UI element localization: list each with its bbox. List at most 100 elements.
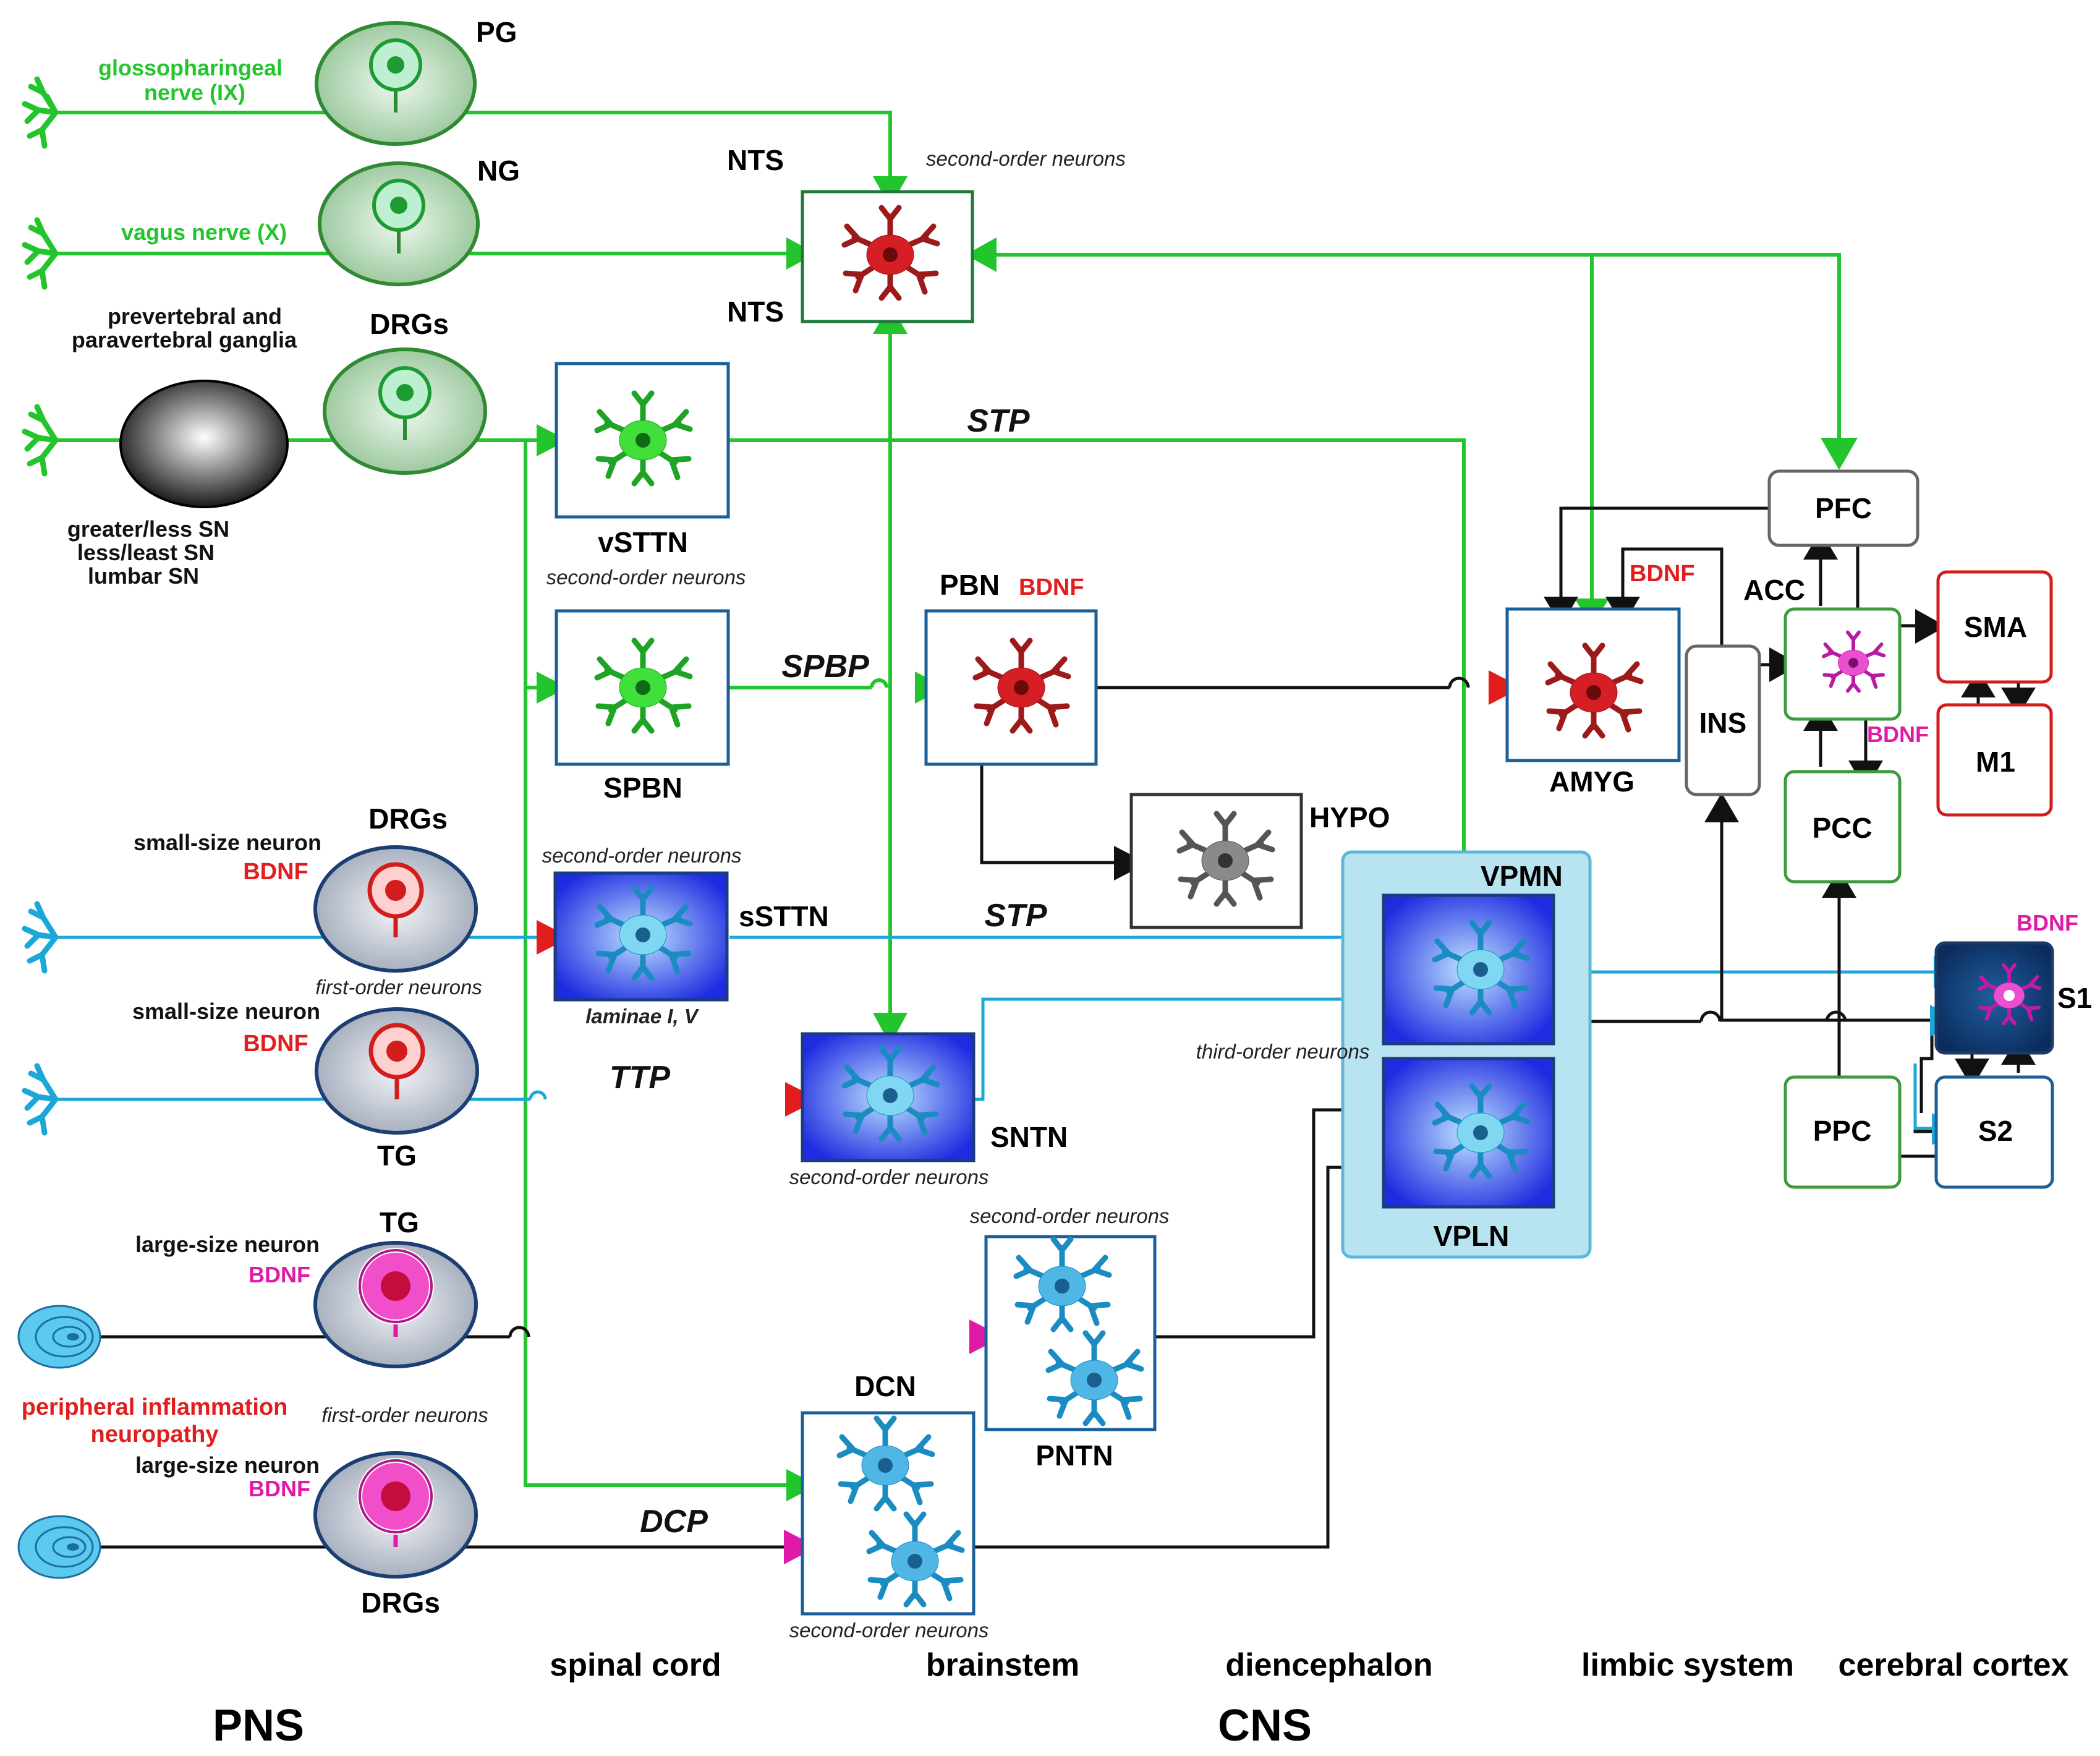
note-first-small: first-order neurons — [315, 976, 482, 999]
label-sma: SMA — [1964, 611, 2027, 643]
label-s1: S1 — [2057, 982, 2092, 1014]
arrow-sntn-down — [873, 1013, 908, 1045]
note-second-pntn: second-order neurons — [970, 1204, 1170, 1227]
label-spbn: SPBN — [603, 772, 682, 804]
ganglion-ng — [318, 161, 480, 286]
label-amyg: AMYG — [1549, 765, 1635, 798]
nts-box — [801, 190, 974, 323]
label-m1: M1 — [1976, 746, 2015, 778]
nerve-ending-sn — [22, 404, 59, 477]
label-small-1: small-size neuron — [134, 830, 321, 855]
label-s2: S2 — [1978, 1115, 2013, 1147]
label-vagus: vagus nerve (X) — [121, 219, 287, 245]
vsttn-box — [555, 362, 730, 519]
label-ng: NG — [477, 155, 520, 187]
pcc-box — [1783, 770, 1902, 884]
pbn-amyg-hop-line — [1448, 676, 1470, 688]
region-limbic-system: limbic system — [1581, 1647, 1794, 1683]
sntn-box — [801, 1032, 976, 1162]
label-dcn: DCN — [854, 1370, 916, 1402]
s1-box — [1934, 941, 2054, 1055]
ganglion-tg-large — [313, 1241, 478, 1368]
bdnf-large-2: BDNF — [249, 1476, 310, 1501]
m1-box — [1936, 703, 2053, 817]
bdnf-large-1: BDNF — [249, 1262, 310, 1287]
label-pfc: PFC — [1815, 492, 1872, 524]
label-vpmn: VPMN — [1481, 860, 1563, 892]
arrow-amyg-red — [1489, 670, 1522, 705]
label-pbn: PBN — [940, 569, 1000, 601]
arrow-m1-down — [2001, 688, 2036, 716]
label-large-1: large-size neuron — [135, 1232, 320, 1257]
label-acc: ACC — [1743, 574, 1805, 606]
s1-to-s2-blue-line — [1913, 1063, 1934, 1130]
note-third: third-order neurons — [1196, 1040, 1370, 1063]
pathway-stp-mid: STP — [984, 898, 1047, 934]
vpln-s2-hop-ppc — [1825, 1010, 1847, 1022]
pfc-to-amyg-line — [1559, 506, 1768, 612]
s1-to-ins-line — [1720, 804, 1946, 1022]
arrow-dcn-mag — [784, 1530, 817, 1564]
label-pntn: PNTN — [1035, 1439, 1113, 1472]
label-pcc: PCC — [1812, 812, 1872, 844]
ganglion-pg — [315, 21, 477, 146]
note-second-sscttn: second-order neurons — [542, 844, 742, 867]
pathway-ttp: TTP — [610, 1060, 671, 1096]
bdnf-pbn: BDNF — [1019, 574, 1084, 600]
spbn-box — [555, 609, 730, 766]
pbn-to-hypo-line — [980, 764, 1122, 864]
label-sn-2: less/least SN — [77, 540, 215, 565]
ins-to-amyg-line — [1621, 547, 1724, 646]
vpln-box — [1382, 1057, 1555, 1209]
pathway-spbp: SPBP — [781, 649, 869, 684]
arrow-nts-left — [966, 237, 997, 272]
ganglion-drgs-small — [313, 845, 478, 973]
bdnf-amyg: BDNF — [1630, 561, 1695, 587]
label-drgs-top: DRGs — [370, 308, 449, 340]
note-second-dcn: second-order neurons — [789, 1619, 989, 1642]
arrow-sscttn-red — [537, 920, 570, 955]
arrow-spbn — [537, 671, 568, 704]
label-large-2: large-size neuron — [135, 1452, 320, 1478]
acc-box — [1783, 607, 1902, 721]
title-pns: PNS — [213, 1701, 304, 1750]
note-second-vsttn: second-order neurons — [546, 566, 746, 589]
ppc-box — [1783, 1075, 1902, 1189]
nerve-ending-large-2 — [17, 1515, 101, 1579]
large-tg-hop-line — [508, 1326, 530, 1337]
label-sscttn: sSTTN — [739, 900, 829, 932]
nerve-ending-glosso — [22, 76, 59, 149]
ttp-hop-line — [529, 1090, 547, 1100]
vsttn-to-vpmn-line — [729, 438, 1466, 884]
label-nts-top: NTS — [727, 144, 784, 176]
note-laminae: laminae I, V — [585, 1005, 700, 1028]
nts-to-limbic-line — [974, 253, 1841, 445]
label-drgs-bottom: DRGs — [361, 1587, 440, 1619]
pntn-to-vpln-line — [1155, 1108, 1366, 1339]
sma-box — [1936, 570, 2053, 684]
pathway-stp-top: STP — [967, 403, 1029, 439]
pathway-dcp: DCP — [640, 1504, 708, 1540]
label-periph-2: neuropathy — [91, 1421, 219, 1447]
pntn-box — [984, 1235, 1157, 1431]
label-sn-3: lumbar SN — [88, 563, 199, 589]
bdnf-small-2: BDNF — [243, 1031, 308, 1057]
label-prevert-2: paravertebral ganglia — [72, 327, 297, 352]
pbn-box — [924, 609, 1098, 766]
label-sntn: SNTN — [990, 1121, 1068, 1153]
arrow-ins-up — [1704, 793, 1739, 822]
vpmn-box — [1382, 893, 1555, 1046]
vpln-to-s2-blue-line — [1913, 1063, 1932, 1133]
hypo-box — [1129, 793, 1303, 929]
ins-box — [1685, 644, 1761, 796]
label-tg-mid: TG — [377, 1140, 417, 1172]
label-vsttn: vSTTN — [598, 526, 688, 558]
arrow-acc-sma — [1915, 609, 1946, 644]
arrow-pfc — [1821, 438, 1858, 470]
note-first-large: first-order neurons — [321, 1404, 488, 1426]
nerve-ending-small-1 — [22, 901, 59, 974]
region-diencephalon: diencephalon — [1225, 1647, 1432, 1683]
label-ppc: PPC — [1813, 1115, 1872, 1147]
region-spinal-cord: spinal cord — [550, 1647, 721, 1683]
label-sn-1: greater/less SN — [67, 516, 229, 542]
